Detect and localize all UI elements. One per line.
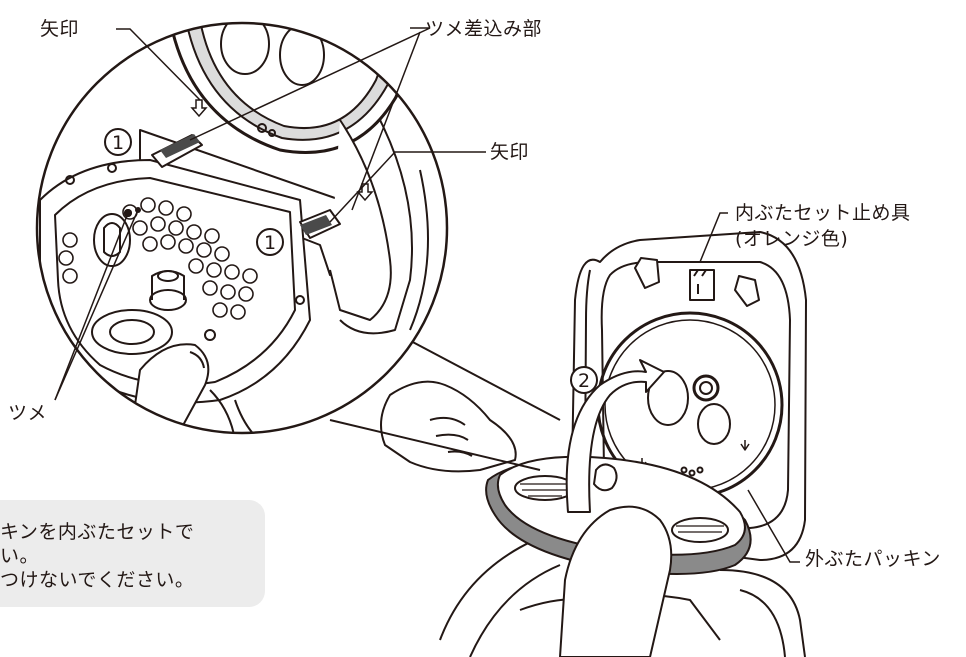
caution-note-box [0,500,265,607]
rotation-arrow [565,359,665,513]
magnifier-circle [35,21,449,435]
magnifier-leaders [329,329,561,471]
arrow-mark-label-right: 矢印 [490,141,530,163]
claw-label: ツメ [8,402,48,424]
claw-insert-label: ツメ差込み部 [425,18,543,40]
stopper-label: 内ぶたセット止め具 [735,202,911,224]
note-line-3: つけないでください。 [0,569,195,591]
hands-drawing [380,380,673,657]
outer-packing-label: 外ぶたパッキン [805,548,941,570]
note-line-2: い。 [0,545,40,567]
stopper-color-label: (オレンジ色) [735,228,849,250]
arrow-mark-label-top: 矢印 [40,18,80,40]
note-line-1: キンを内ぶたセットで [0,521,195,543]
label-leaders [54,27,800,563]
magnified-view [37,23,447,433]
